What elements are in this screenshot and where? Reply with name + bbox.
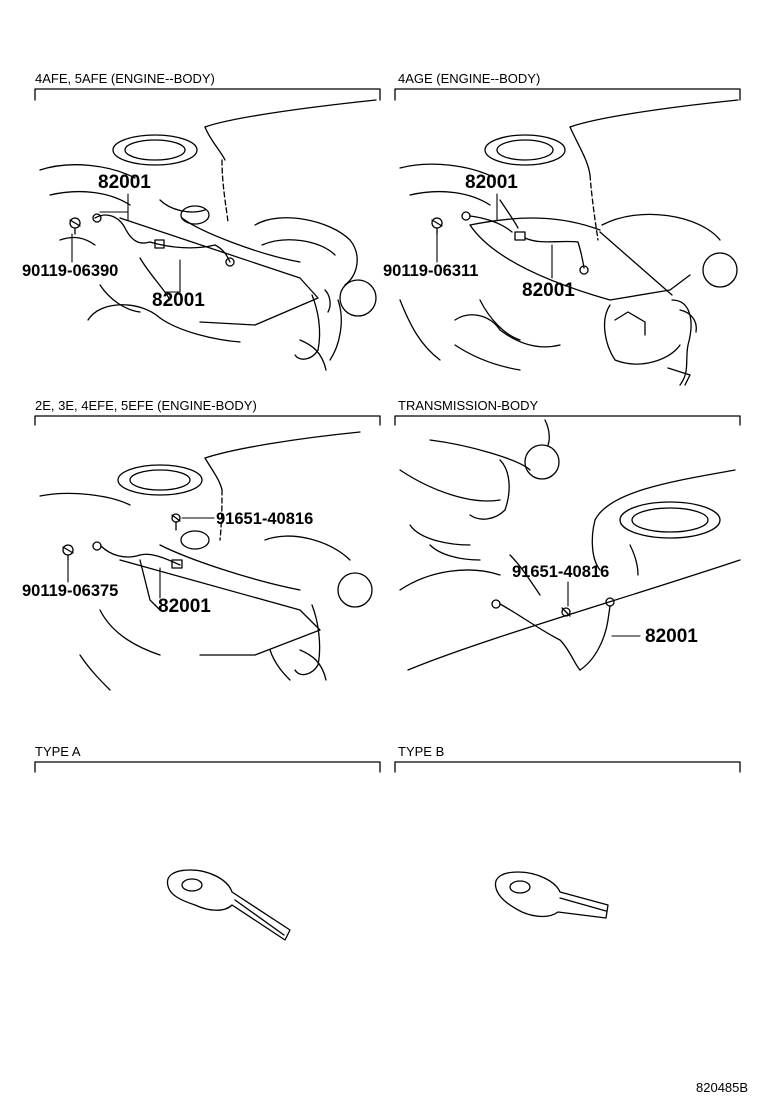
ground-strap-4age bbox=[431, 199, 589, 275]
callout-part-number: 82001 bbox=[645, 626, 698, 647]
engine-illustration-4age bbox=[399, 99, 739, 386]
ground-strap-2e bbox=[62, 513, 183, 569]
leaders-panel-transmission bbox=[567, 581, 641, 637]
leaders-panel-2e bbox=[67, 517, 215, 599]
panel-title-transmission-body: TRANSMISSION-BODY bbox=[398, 398, 539, 413]
panel-title-4age: 4AGE (ENGINE--BODY) bbox=[398, 71, 541, 86]
callout-part-number: 82001 bbox=[465, 172, 518, 193]
leaders-panel-4afe bbox=[71, 193, 181, 293]
leaders-panel-4age bbox=[436, 193, 553, 279]
callout-part-number: 82001 bbox=[158, 596, 211, 617]
callout-part-number: 91651-40816 bbox=[512, 563, 610, 581]
panel-title-type-a: TYPE A bbox=[35, 744, 81, 759]
callout-part-number: 91651-40816 bbox=[216, 510, 314, 528]
terminal-type-a bbox=[166, 869, 291, 941]
panel-title-2e-3e-4efe-5efe: 2E, 3E, 4EFE, 5EFE (ENGINE-BODY) bbox=[35, 398, 257, 413]
callout-part-number: 90119-06390 bbox=[22, 262, 119, 280]
panel-title-4afe-5afe: 4AFE, 5AFE (ENGINE--BODY) bbox=[35, 71, 215, 86]
figure-id: 820485B bbox=[696, 1080, 749, 1095]
engine-illustration-4afe bbox=[39, 99, 377, 371]
callout-part-number: 82001 bbox=[522, 280, 575, 301]
ground-strap-4afe bbox=[69, 213, 235, 267]
callout-part-number: 82001 bbox=[98, 172, 151, 193]
engine-illustration-2e bbox=[39, 431, 373, 691]
callout-part-number: 90119-06311 bbox=[383, 262, 479, 280]
ground-strap-transmission bbox=[491, 597, 615, 671]
terminal-type-b bbox=[494, 871, 609, 919]
panel-title-type-b: TYPE B bbox=[398, 744, 445, 759]
callout-part-number: 90119-06375 bbox=[22, 582, 119, 600]
panel-header-brackets bbox=[34, 88, 741, 773]
transmission-illustration bbox=[399, 419, 741, 671]
callout-part-number: 82001 bbox=[152, 290, 205, 311]
